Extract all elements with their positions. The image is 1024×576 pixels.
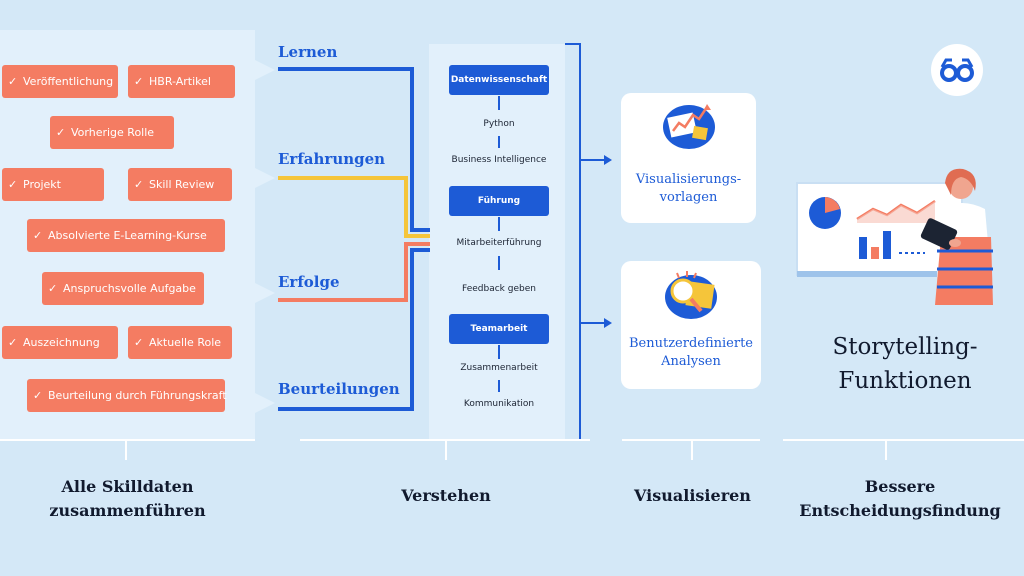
check-icon: ✓: [134, 75, 144, 88]
presenter-illustration: [796, 168, 993, 305]
tag-vorherige-rolle: ✓Vorherige Rolle: [50, 116, 174, 149]
check-icon: ✓: [134, 178, 144, 191]
group-datenwissenschaft: Datenwissenschaft: [449, 65, 549, 95]
tag-skill-review: ✓Skill Review: [128, 168, 232, 201]
stage-beurteilungen: Beurteilungen: [278, 380, 400, 398]
connector: [498, 256, 500, 270]
connector: [498, 345, 500, 359]
tag-veroeffentlichung: ✓Veröffentlichung: [2, 65, 118, 98]
chart-illustration-icon: [663, 104, 715, 149]
bottom-title-visualisieren: Visualisieren: [634, 486, 751, 505]
stage-erfahrungen: Erfahrungen: [278, 150, 386, 168]
stage-lernen: Lernen: [278, 43, 338, 61]
group-fuehrung: Führung: [449, 186, 549, 216]
skill-kommunikation: Kommunikation: [463, 399, 535, 409]
skill-mitarbeiterfuehrung: Mitarbeiterführung: [456, 238, 542, 248]
magnifier-analysis-icon: [665, 271, 717, 319]
connector: [498, 217, 500, 231]
tag-anspruchsvolle-aufgabe: ✓Anspruchsvolle Aufgabe: [42, 272, 204, 305]
connector: [498, 136, 500, 148]
storytelling-title: Storytelling- Funktionen: [832, 334, 978, 394]
check-icon: ✓: [33, 389, 43, 402]
bottom-title-skilldaten: Alle Skilldaten zusammenführen: [49, 477, 206, 520]
card-visualisierungsvorlagen: Visualisierungs- vorlagen: [621, 93, 756, 223]
check-icon: ✓: [8, 178, 18, 191]
skill-feedback-geben: Feedback geben: [462, 284, 536, 294]
tag-auszeichnung: ✓Auszeichnung: [2, 326, 118, 359]
bottom-title-entscheidungsfindung: Bessere Entscheidungsfindung: [799, 477, 1001, 520]
panel-notches: [255, 60, 275, 413]
check-icon: ✓: [33, 229, 43, 242]
check-icon: ✓: [8, 336, 18, 349]
skill-python: Python: [483, 119, 515, 129]
check-icon: ✓: [134, 336, 144, 349]
card-label-analysen: Benutzerdefinierte Analysen: [628, 336, 753, 369]
card-benutzerdefinierte-analysen: Benutzerdefinierte Analysen: [621, 261, 761, 389]
tag-projekt: ✓Projekt: [2, 168, 104, 201]
card-label-visualisierung: Visualisierungs- vorlagen: [635, 172, 742, 205]
tag-aktuelle-role: ✓Aktuelle Role: [128, 326, 232, 359]
stage-erfolge: Erfolge: [278, 273, 340, 291]
connector: [498, 96, 500, 110]
tag-beurteilung: ✓Beurteilung durch Führungskraft: [27, 379, 227, 412]
check-icon: ✓: [48, 282, 58, 295]
skill-zusammenarbeit: Zusammenarbeit: [460, 363, 538, 373]
bottom-title-verstehen: Verstehen: [401, 486, 491, 505]
tag-hbr-artikel: ✓HBR-Artikel: [128, 65, 235, 98]
tag-e-learning: ✓Absolvierte E-Learning-Kurse: [27, 219, 225, 252]
understand-panel: [429, 44, 565, 440]
group-teamarbeit: Teamarbeit: [449, 314, 549, 344]
connector: [498, 380, 500, 392]
check-icon: ✓: [56, 126, 66, 139]
glasses-icon: [931, 44, 983, 96]
skill-business-intelligence: Business Intelligence: [451, 155, 547, 165]
check-icon: ✓: [8, 75, 18, 88]
